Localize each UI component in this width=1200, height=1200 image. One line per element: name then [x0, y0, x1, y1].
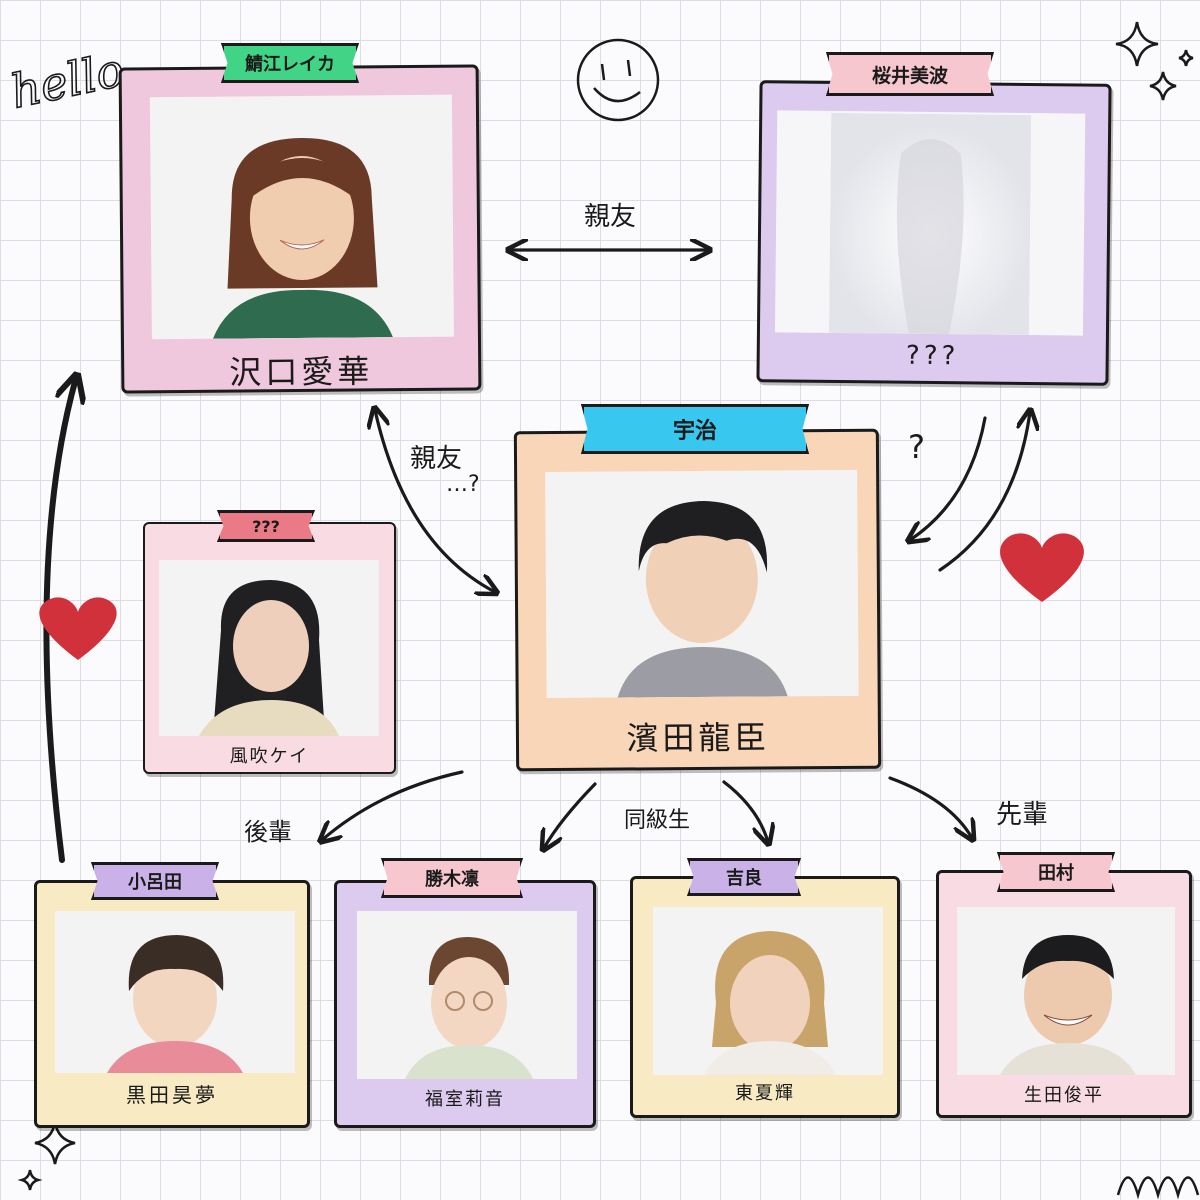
hello-doodle: hello — [6, 42, 129, 119]
heart-icon — [39, 597, 116, 660]
portrait-icon — [678, 907, 858, 1075]
tag-fukumuro: 勝木凛 — [390, 858, 514, 898]
name-sakurai: ??? — [760, 339, 1106, 373]
tag-sawaguchi: 鯖江レイカ — [230, 43, 350, 83]
arrow-classmate-right — [724, 782, 768, 842]
photo-kazabuki — [159, 560, 379, 736]
portrait-icon — [179, 560, 359, 736]
silhouette-icon — [829, 113, 1031, 335]
sparkle-icon — [1116, 22, 1193, 100]
label-junior: 後輩 — [244, 812, 292, 847]
label-best-friend-q-dots: …? — [446, 472, 480, 497]
smiley-icon — [578, 40, 658, 120]
photo-sakurai — [775, 110, 1085, 335]
sparkle-icon — [22, 1122, 75, 1190]
arrow-kuroda-to-sawaguchi — [46, 378, 76, 860]
heart-icon — [1000, 533, 1084, 602]
card-hamada: 濱田龍臣 — [514, 429, 881, 772]
arrow-senior — [890, 778, 972, 838]
photo-ikuta — [957, 907, 1175, 1075]
name-kuroda: 黒田昊夢 — [37, 1079, 307, 1108]
tag-sakurai: 桜井美波 — [835, 52, 985, 96]
photo-hamada — [545, 470, 859, 698]
arrow-hamada-to-sakurai — [940, 412, 1030, 570]
card-sakurai: ??? — [756, 80, 1111, 386]
card-kazabuki: 風吹ケイ — [143, 522, 396, 774]
portrait-icon — [586, 470, 818, 698]
portrait-icon — [976, 907, 1156, 1075]
label-best-friend: 親友 — [584, 196, 636, 233]
card-kuroda: 黒田昊夢 — [34, 880, 310, 1128]
name-ikuta: 生田俊平 — [939, 1081, 1189, 1107]
tag-hamada: 宇治 — [590, 404, 800, 454]
portrait-icon — [191, 117, 413, 339]
tag-kazabuki: ??? — [226, 510, 306, 542]
portrait-icon — [377, 911, 557, 1079]
card-higashi: 東夏輝 — [630, 876, 900, 1118]
arrow-classmate-left — [544, 784, 595, 848]
loops-doodle — [1118, 1178, 1198, 1196]
card-ikuta: 生田俊平 — [936, 870, 1192, 1118]
name-fukumuro: 福室莉音 — [337, 1085, 593, 1111]
arrow-junior — [322, 772, 462, 840]
portrait-icon — [85, 911, 265, 1073]
tag-higashi: 吉良 — [696, 858, 792, 896]
name-sawaguchi: 沢口愛華 — [124, 345, 478, 394]
photo-kuroda — [55, 911, 295, 1073]
label-best-friend-q: 親友 — [410, 438, 462, 475]
photo-sawaguchi — [150, 95, 454, 340]
label-senior: 先輩 — [996, 794, 1048, 831]
label-question: ? — [908, 428, 925, 466]
photo-fukumuro — [357, 911, 577, 1079]
name-kazabuki: 風吹ケイ — [145, 742, 394, 768]
tag-ikuta: 田村 — [1006, 852, 1106, 892]
card-fukumuro: 福室莉音 — [334, 880, 596, 1128]
name-higashi: 東夏輝 — [633, 1079, 897, 1105]
name-hamada: 濱田龍臣 — [519, 712, 878, 761]
tag-kuroda: 小呂田 — [100, 862, 210, 900]
label-classmate: 同級生 — [624, 802, 690, 834]
photo-higashi — [653, 907, 883, 1075]
card-sawaguchi: 沢口愛華 — [119, 64, 482, 393]
